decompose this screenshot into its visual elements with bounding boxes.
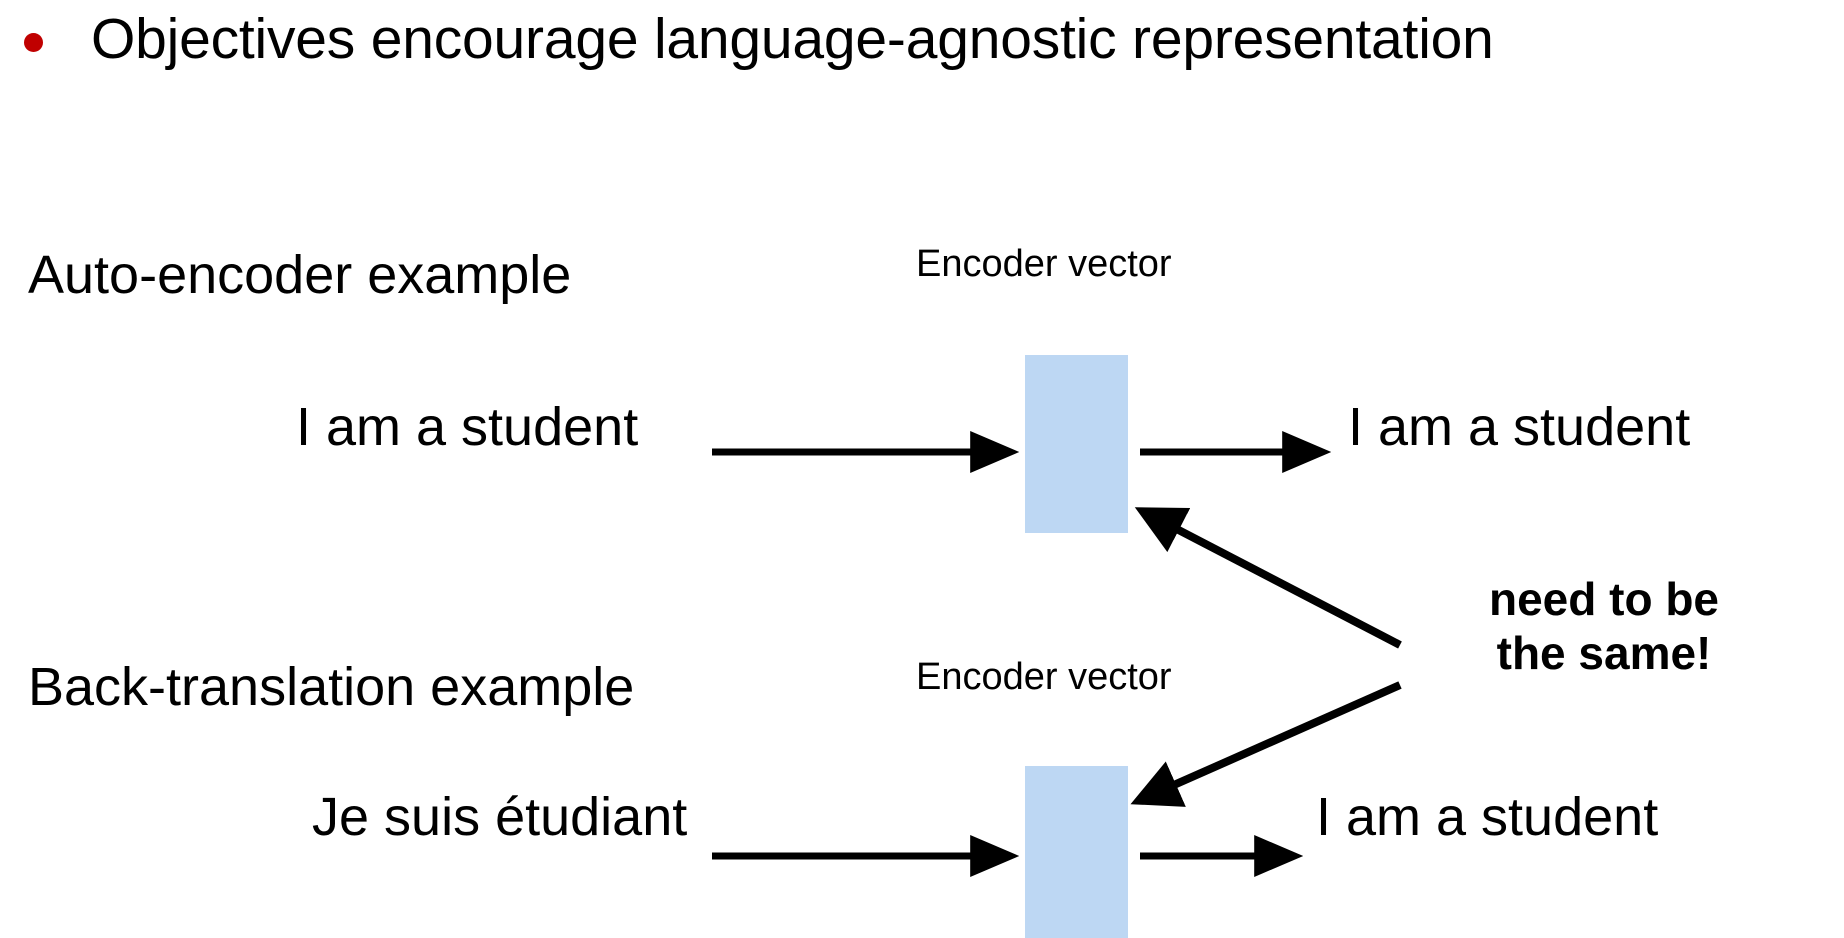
callout-line-2: the same! [1496,627,1712,680]
output-sentence-auto-encoder: I am a student [1348,397,1691,457]
encoder-vector-caption-bottom: Encoder vector [916,656,1172,698]
output-sentence-back-translation: I am a student [1316,787,1659,847]
encoder-vector-caption-top: Encoder vector [916,243,1172,285]
bullet-heading-row: Objectives encourage language-agnostic r… [24,0,1814,80]
callout-line-1: need to be [1488,573,1720,625]
arrow-upleft-icon-callout-top [1134,507,1402,649]
slide-heading-text: Objectives encourage language-agnostic r… [91,7,1494,72]
bullet-dot-icon [24,32,43,52]
callout-need-to-be-the-same: need to be the same! [1434,572,1774,681]
source-sentence-auto-encoder: I am a student [296,397,639,457]
encoder-vector-box-top [1025,355,1128,533]
encoder-vector-box-bottom [1025,766,1128,938]
arrow-downleft-icon-callout-bottom [1130,681,1402,807]
section-title-back-translation: Back-translation example [28,657,635,717]
source-sentence-back-translation: Je suis étudiant [312,787,688,847]
section-title-auto-encoder: Auto-encoder example [28,245,572,305]
